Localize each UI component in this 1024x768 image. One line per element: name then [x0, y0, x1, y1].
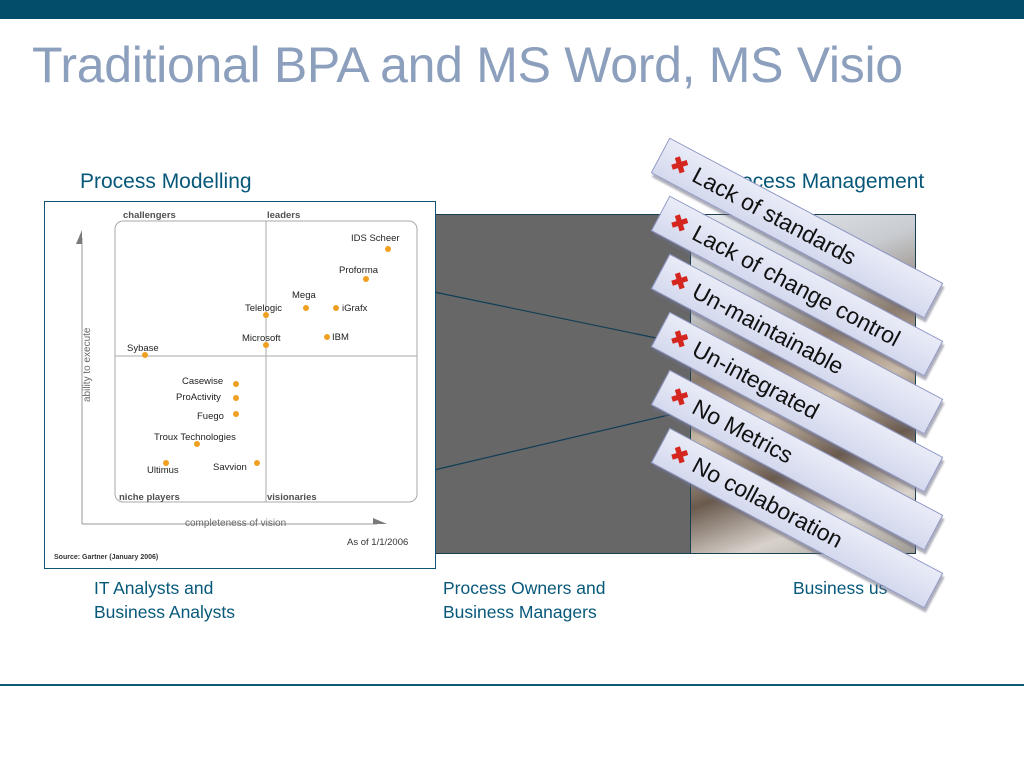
- y-axis-arrow-icon: [76, 230, 82, 244]
- vendor-dot: [333, 305, 339, 311]
- caption-process-owners: Process Owners and Business Managers: [443, 576, 605, 624]
- vendor-label: Proforma: [339, 265, 379, 276]
- vendor-proforma: Proforma: [339, 265, 379, 282]
- header-bar: [0, 0, 1024, 19]
- x-axis-label: completeness of vision: [185, 518, 286, 529]
- vendor-savvion: Savvion: [213, 460, 260, 473]
- vendor-casewise: Casewise: [182, 376, 239, 387]
- caption-line: Business Managers: [443, 602, 597, 622]
- vendor-mega: Mega: [292, 290, 316, 311]
- vendor-dot: [363, 276, 369, 282]
- vendor-dot: [163, 460, 169, 466]
- y-axis-label: ability to execute: [82, 327, 93, 402]
- caption-business-users: Business us: [793, 578, 888, 598]
- as-of-date: As of 1/1/2006: [347, 537, 408, 548]
- vendor-label: Telelogic: [245, 303, 282, 314]
- vendor-sybase: Sybase: [127, 343, 159, 358]
- vendor-dot: [142, 352, 148, 358]
- x-axis-arrow-icon: [373, 518, 387, 524]
- process-management-heading: Process Management: [720, 170, 925, 193]
- vendor-label: Ultimus: [147, 465, 179, 476]
- cross-mark-icon: ✖: [666, 325, 693, 354]
- cross-mark-icon: ✖: [666, 383, 693, 412]
- cross-mark-icon: ✖: [666, 441, 693, 470]
- caption-it-analysts: IT Analysts and Business Analysts: [94, 576, 235, 624]
- vendor-dot: [254, 460, 260, 466]
- vendor-label: Microsoft: [242, 333, 281, 344]
- vendor-label: IDS Scheer: [351, 233, 400, 244]
- vendor-dot: [194, 441, 200, 447]
- caption-line: Business Analysts: [94, 602, 236, 622]
- vendor-dot: [385, 246, 391, 252]
- vendor-ibm: IBM: [324, 332, 349, 343]
- vendor-label: Savvion: [213, 462, 247, 473]
- caption-line: IT Analysts and: [94, 578, 214, 598]
- vendor-label: IBM: [332, 332, 349, 343]
- cross-mark-icon: ✖: [666, 209, 693, 238]
- vendor-dot: [233, 411, 239, 417]
- quadrant-label-leaders: leaders: [267, 210, 300, 221]
- vendor-dot: [303, 305, 309, 311]
- vendor-label: iGrafx: [342, 303, 368, 314]
- vendor-ids-scheer: IDS Scheer: [351, 233, 400, 252]
- vendor-label: Troux Technologies: [154, 432, 236, 443]
- footer-divider: [0, 684, 1024, 686]
- caption-line: Process Owners and: [443, 578, 606, 598]
- vendor-dot: [263, 312, 269, 318]
- vendor-dot: [263, 342, 269, 348]
- cross-mark-icon: ✖: [666, 267, 693, 296]
- quadrant-label-visionaries: visionaries: [267, 492, 317, 503]
- vendor-igrafx: iGrafx: [333, 303, 368, 314]
- vendor-label: ProActivity: [176, 392, 221, 403]
- magic-quadrant-figure: challengers leaders ability to execute c…: [44, 201, 436, 569]
- source-note: Source: Gartner (January 2006): [54, 554, 158, 561]
- vendor-fuego: Fuego: [197, 411, 239, 422]
- vendor-telelogic: Telelogic: [245, 303, 282, 318]
- process-modelling-heading: Process Modelling: [80, 170, 252, 193]
- vendor-troux-technologies: Troux Technologies: [154, 432, 236, 447]
- vendor-label: Casewise: [182, 376, 223, 387]
- vendor-label: Mega: [292, 290, 316, 301]
- quadrant-label-challengers: challengers: [123, 210, 176, 221]
- vendor-dot: [324, 334, 330, 340]
- vendor-label: Sybase: [127, 343, 159, 354]
- vendor-dot: [233, 395, 239, 401]
- vendor-ultimus: Ultimus: [147, 460, 179, 476]
- vendor-microsoft: Microsoft: [242, 333, 281, 348]
- process-owners-panel: [434, 214, 692, 554]
- quadrant-label-niche-players: niche players: [119, 492, 180, 503]
- cross-mark-icon: ✖: [666, 151, 693, 180]
- vendor-dot: [233, 381, 239, 387]
- vendor-label: Fuego: [197, 411, 224, 422]
- vendor-proactivity: ProActivity: [176, 392, 239, 403]
- slide-title: Traditional BPA and MS Word, MS Visio: [32, 37, 903, 93]
